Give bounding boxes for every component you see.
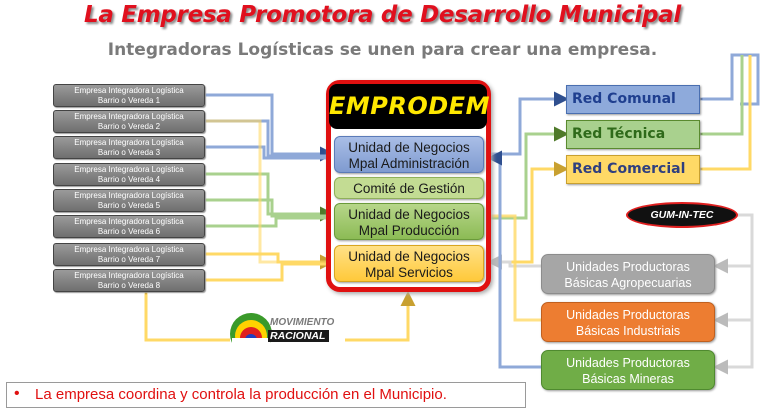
movimiento-logo-icon: [230, 313, 272, 358]
emprodem-title: EMPRODEM: [329, 84, 489, 129]
footer-note-box: [6, 382, 526, 408]
racional-label: RACIONAL: [268, 330, 330, 342]
page-subtitle: Integradoras Logísticas se unen para cre…: [107, 40, 658, 60]
movimiento-label: MOVIMIENTO: [270, 317, 335, 328]
footer-bullet: •: [14, 385, 20, 402]
gum-in-tec-logo: GUM-IN-TEC: [628, 204, 736, 226]
footer-note: La empresa coordina y controla la produc…: [35, 386, 447, 403]
page-title: La Empresa Promotora de Desarrollo Munic…: [84, 2, 681, 28]
red-comercial: Red Comercial: [566, 155, 700, 184]
red-tecnica: Red Técnica: [566, 120, 700, 149]
red-comunal: Red Comunal: [566, 85, 700, 114]
unit-comite-gestion: Comité de Gestión: [334, 177, 484, 199]
